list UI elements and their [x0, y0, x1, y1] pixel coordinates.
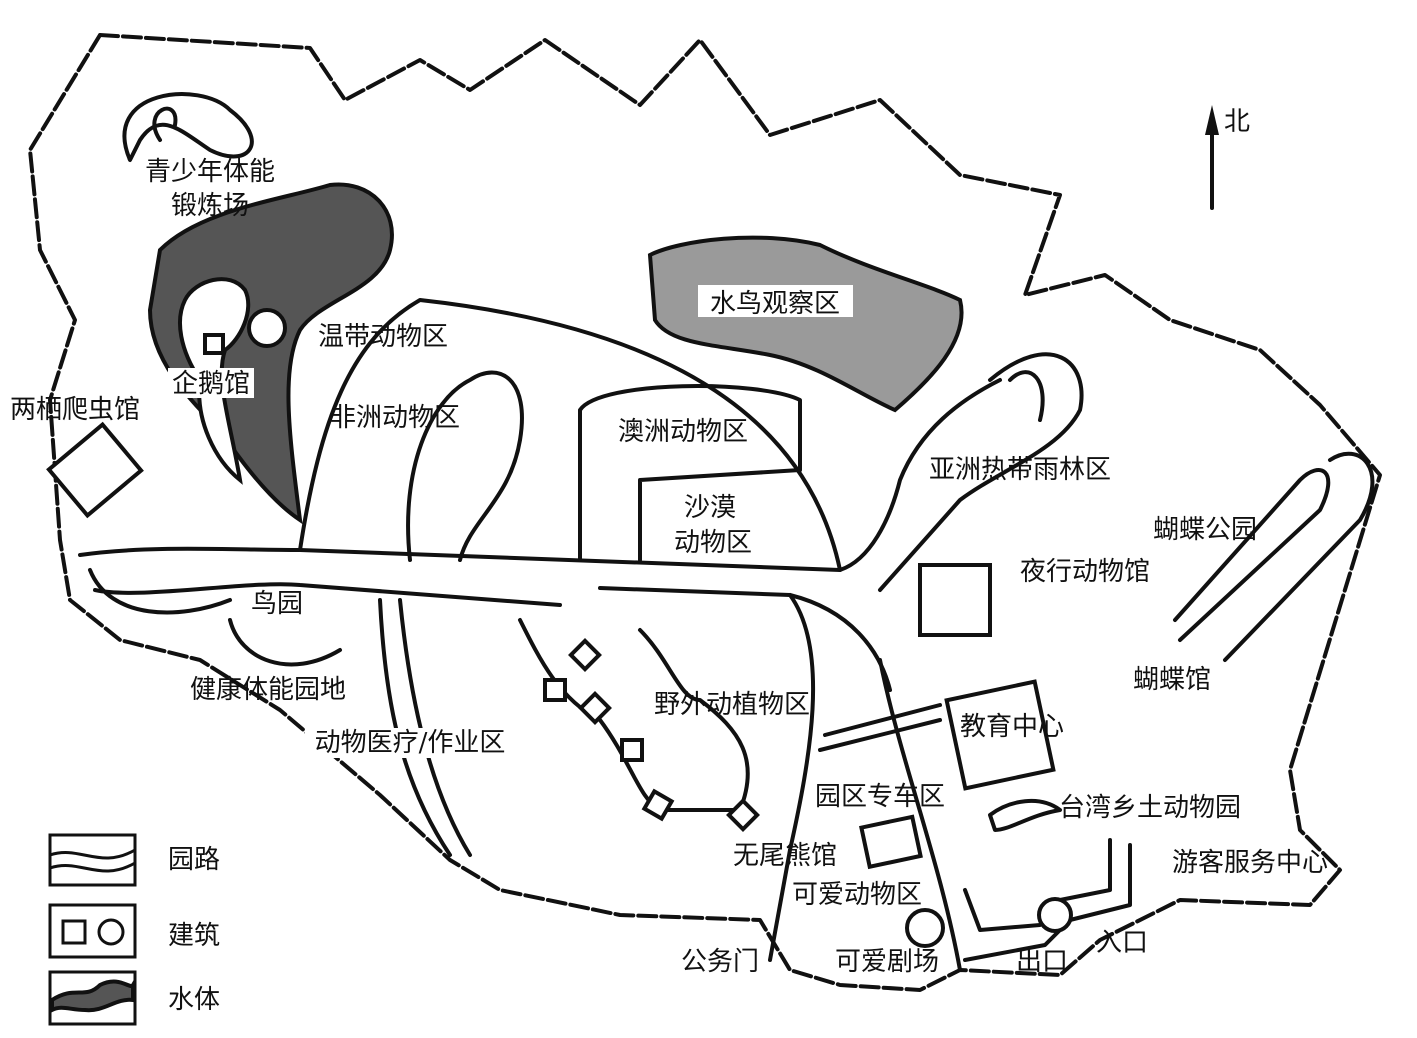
- label-asia-rainforest: 亚洲热带雨林区: [929, 455, 1111, 485]
- road-icon: [48, 833, 137, 887]
- label-theater: 可爱剧场: [835, 947, 939, 977]
- label-wild-flora-fauna: 野外动植物区: [654, 690, 810, 720]
- label-service-gate: 公务门: [681, 947, 759, 977]
- label-waterbird: 水鸟观察区: [710, 289, 840, 319]
- label-taiwan-native: 台湾乡土动物园: [1059, 793, 1241, 823]
- gate-building: [1037, 897, 1073, 933]
- amphibian-building: [46, 421, 144, 519]
- label-vet-work: 动物医疗/作业区: [315, 728, 506, 758]
- theater-building: [905, 908, 945, 948]
- legend-label: 水体: [168, 985, 220, 1015]
- penguin-building-icon: [247, 308, 287, 348]
- legend-item-water: 水体: [48, 970, 220, 1026]
- label-petting: 可爱动物区: [792, 880, 922, 910]
- taiwan-pond: [988, 798, 1062, 832]
- label-koala: 无尾熊馆: [733, 841, 837, 871]
- legend-item-road: 园路: [48, 833, 220, 887]
- building-icon: [48, 903, 137, 959]
- label-nocturnal: 夜行动物馆: [1020, 557, 1150, 587]
- label-desert-1: 沙漠: [684, 493, 736, 523]
- north-label: 北: [1224, 107, 1250, 137]
- penguin-house-building: [203, 333, 225, 355]
- label-desert-2: 动物区: [674, 528, 752, 558]
- water-body-waterbird: [647, 235, 964, 413]
- label-penguin: 企鹅馆: [172, 369, 250, 399]
- label-africa: 非洲动物区: [330, 403, 460, 433]
- road-australia: [578, 384, 802, 562]
- road-wild: [518, 618, 750, 812]
- road-bird-garden: [88, 568, 342, 667]
- label-amphibian: 两栖爬虫馆: [10, 395, 140, 425]
- road-south: [768, 593, 962, 972]
- label-butterfly-house: 蝴蝶馆: [1133, 665, 1211, 695]
- road-education: [818, 703, 942, 752]
- road-butterfly: [1173, 451, 1375, 662]
- road-west-loop: [298, 298, 842, 572]
- label-entrance: 入口: [1096, 928, 1148, 958]
- park-boundary: [28, 33, 1382, 992]
- shuttle-building: [859, 814, 923, 870]
- label-visitor-center: 游客服务中心: [1172, 848, 1328, 878]
- youth-fitness-loop: [122, 92, 254, 162]
- legend-item-building: 建筑: [48, 903, 220, 959]
- wild-pavilions: [543, 638, 760, 832]
- label-butterfly-park: 蝴蝶公园: [1153, 515, 1257, 545]
- label-bird-garden: 鸟园: [251, 589, 303, 619]
- north-arrow: 北: [1205, 105, 1250, 210]
- label-youth-fitness-1: 青少年体能: [145, 157, 275, 187]
- nocturnal-building: [918, 563, 992, 637]
- label-australia: 澳洲动物区: [618, 417, 748, 447]
- main-road: [78, 378, 1002, 572]
- area-labels: 青少年体能 锻炼场 水鸟观察区 温带动物区 企鹅馆 两栖爬虫馆 非洲动物区 澳洲…: [10, 157, 1328, 977]
- label-shuttle: 园区专车区: [815, 782, 945, 812]
- legend-label: 园路: [168, 845, 220, 875]
- label-youth-fitness-2: 锻炼场: [171, 191, 249, 221]
- education-building: [944, 679, 1056, 791]
- road-africa: [406, 370, 524, 562]
- label-exit: 出口: [1016, 947, 1068, 977]
- road-east: [878, 352, 1084, 592]
- label-temperate: 温带动物区: [318, 322, 448, 352]
- legend-label: 建筑: [168, 921, 220, 951]
- label-education: 教育中心: [960, 712, 1064, 742]
- legend: 园路 建筑 水体: [48, 833, 220, 1026]
- label-health-fitness: 健康体能园地: [190, 675, 346, 705]
